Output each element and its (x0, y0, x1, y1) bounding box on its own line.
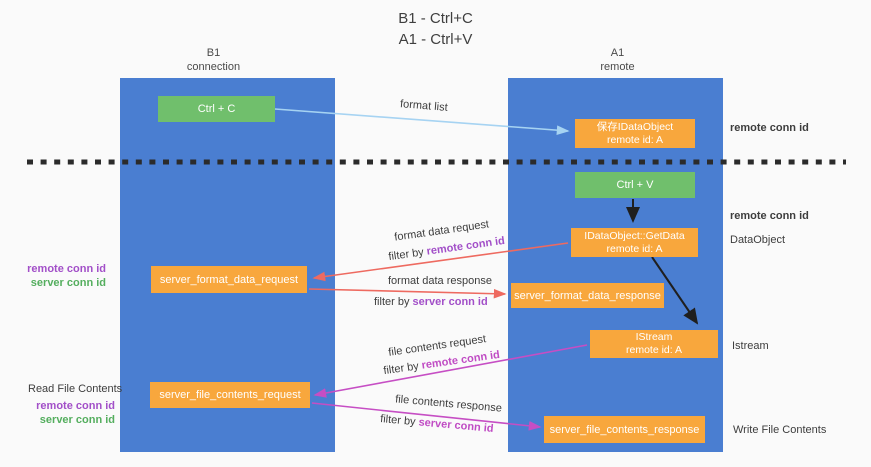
node-save-idataobject-line1: 保存IDataObject (596, 120, 674, 133)
side-label-remote-conn-id-top: remote conn id (730, 122, 809, 134)
node-server-format-data-response: server_format_data_response (511, 283, 664, 308)
node-server-format-data-request-label: server_format_data_request (159, 273, 299, 286)
node-getdata-line2: remote id: A (606, 242, 663, 255)
node-idataobject-getdata: IDataObject::GetData remote id: A (571, 228, 698, 257)
left-labels-file: remote conn id server conn id (0, 399, 115, 427)
filter-by-prefix: filter by (374, 296, 413, 308)
edge-label-file-contents-response: file contents response (394, 393, 503, 415)
lane-a1-subtitle: remote (600, 61, 635, 73)
node-server-format-data-response-label: server_format_data_response (514, 289, 661, 302)
edge-label-file-contents-response-filter: filter by server conn id (380, 413, 494, 435)
lane-a1-title: A1 (610, 47, 625, 59)
side-label-remote-conn-id-mid: remote conn id (730, 210, 809, 222)
node-server-file-contents-request: server_file_contents_request (150, 382, 310, 408)
filter-server-conn-id: server conn id (418, 416, 495, 435)
left-label-server-conn-id-1: server conn id (30, 277, 106, 289)
edge-label-format-data-response-filter: filter by server conn id (374, 296, 488, 308)
left-label-remote-conn-id-1: remote conn id (27, 263, 106, 275)
lane-header-a1: A1 remote (510, 46, 725, 74)
node-istream: IStream remote id: A (590, 330, 718, 358)
filter-remote-conn-id: remote conn id (425, 234, 506, 258)
side-label-dataobject: DataObject (730, 234, 786, 246)
edge-label-format-list: format list (399, 98, 449, 114)
side-label-read-file-contents: Read File Contents (28, 383, 123, 395)
left-labels-format: remote conn id server conn id (0, 262, 106, 290)
node-ctrl-c-label: Ctrl + C (197, 103, 236, 115)
node-istream-line2: remote id: A (625, 344, 683, 356)
node-server-format-data-request: server_format_data_request (151, 266, 307, 293)
node-save-idataobject: 保存IDataObject remote id: A (575, 119, 695, 148)
node-getdata-line1: IDataObject::GetData (584, 229, 685, 242)
side-label-write-file-contents: Write File Contents (733, 424, 827, 436)
node-server-file-contents-response-label: server_file_contents_response (549, 423, 700, 436)
filter-by-prefix: filter by (382, 359, 423, 378)
filter-server-conn-id: server conn id (412, 296, 488, 308)
node-save-idataobject-line2: remote id: A (606, 133, 664, 146)
node-ctrl-v: Ctrl + V (575, 172, 695, 198)
lane-header-b1: B1 connection (106, 46, 321, 74)
arrow-format-data-response (308, 288, 507, 299)
node-ctrl-c: Ctrl + C (158, 96, 275, 122)
node-server-file-contents-request-label: server_file_contents_request (159, 389, 301, 401)
filter-by-prefix: filter by (387, 245, 428, 264)
lane-b1-title: B1 (206, 47, 221, 59)
edge-label-format-data-response: format data response (388, 275, 492, 287)
filter-by-prefix: filter by (379, 413, 420, 429)
left-label-remote-conn-id-2: remote conn id (36, 400, 115, 412)
node-ctrl-v-label: Ctrl + V (616, 179, 654, 191)
node-istream-line1: IStream (635, 331, 673, 343)
left-label-server-conn-id-2: server conn id (39, 414, 115, 426)
lane-b1-subtitle: connection (186, 61, 241, 73)
node-server-file-contents-response: server_file_contents_response (544, 416, 705, 443)
title-line-1: B1 - Ctrl+C (398, 10, 473, 27)
diagram-title: B1 - Ctrl+C A1 - Ctrl+V (0, 8, 871, 50)
side-label-istream: Istream (732, 340, 769, 352)
title-line-2: A1 - Ctrl+V (398, 31, 473, 48)
